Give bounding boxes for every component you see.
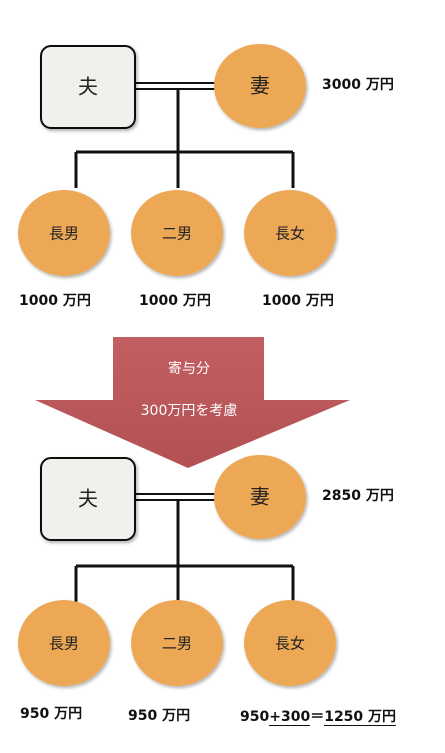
- eldest-son-label: 長男: [49, 225, 79, 243]
- bottom-connectors: [74, 493, 295, 602]
- second-son-label: 二男: [162, 635, 192, 653]
- husband-node: 夫: [40, 457, 136, 541]
- eldest-daughter-label: 長女: [275, 635, 305, 653]
- eldest-son-label: 長男: [49, 635, 79, 653]
- formula-equals: ＝: [310, 709, 325, 725]
- wife-node: 妻: [214, 44, 306, 128]
- eldest-daughter-label: 長女: [275, 225, 305, 243]
- formula-plus-contribution: +300: [269, 709, 311, 726]
- wife-label: 妻: [250, 74, 270, 98]
- arrow-title: 寄与分: [168, 360, 210, 377]
- formula-contribution: 300: [280, 709, 311, 725]
- wife-label: 妻: [250, 485, 270, 509]
- eldest-daughter-node: 長女: [244, 190, 336, 276]
- formula-operator: +: [269, 709, 281, 725]
- second-son-amount: 950 万円: [128, 708, 191, 724]
- wife-node: 妻: [214, 455, 306, 539]
- eldest-son-amount: 1000 万円: [19, 293, 91, 309]
- wife-amount: 3000 万円: [322, 77, 394, 93]
- second-son-node: 二男: [131, 190, 223, 276]
- eldest-son-node: 長男: [18, 600, 110, 686]
- second-son-label: 二男: [162, 225, 192, 243]
- contribution-arrow: 寄与分 300万円を考慮: [35, 337, 350, 468]
- eldest-daughter-amount: 1000 万円: [262, 293, 334, 309]
- bottom-tree: 夫 妻 長男 二男 長女: [18, 455, 336, 686]
- eldest-son-amount: 950 万円: [20, 706, 83, 722]
- second-son-node: 二男: [131, 600, 223, 686]
- husband-label: 夫: [78, 487, 98, 511]
- husband-node: 夫: [40, 45, 136, 129]
- husband-label: 夫: [78, 75, 98, 99]
- arrow-subtitle: 300万円を考慮: [141, 403, 238, 419]
- formula-total: 1250 万円: [324, 709, 397, 726]
- second-son-amount: 1000 万円: [139, 293, 211, 309]
- eldest-daughter-node: 長女: [244, 600, 336, 686]
- eldest-daughter-formula: 950+300＝1250 万円: [240, 708, 397, 726]
- top-tree: 夫 妻 長男 二男 長女: [18, 44, 336, 276]
- top-connectors: [74, 82, 295, 188]
- wife-amount: 2850 万円: [322, 488, 394, 504]
- eldest-son-node: 長男: [18, 190, 110, 276]
- formula-base: 950: [240, 709, 270, 725]
